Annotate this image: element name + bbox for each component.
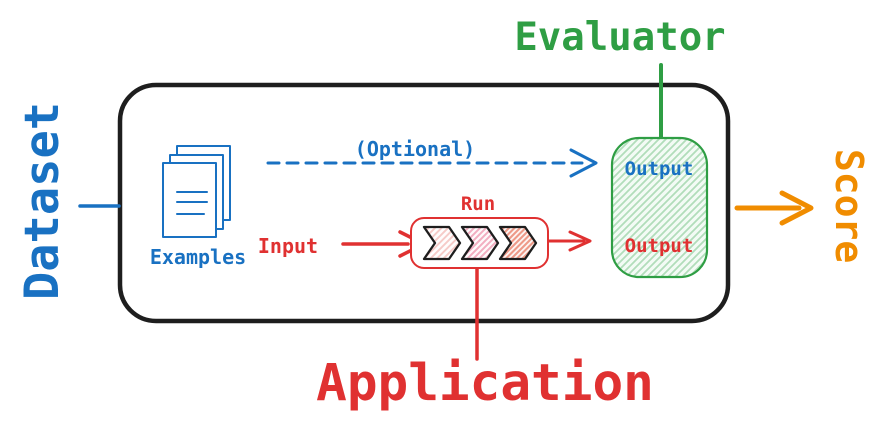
application-label: Application <box>316 354 654 413</box>
document-page-front <box>162 162 217 238</box>
run-output-arrow-head <box>568 230 592 252</box>
documents-icon <box>162 145 231 238</box>
input-label: Input <box>258 234 318 258</box>
chevron-sequence-icon <box>422 225 538 261</box>
output-run-label: Output <box>625 235 694 257</box>
score-arrow-head <box>779 190 814 226</box>
pipeline-chevron-2 <box>460 225 500 261</box>
pipeline-chevron-1 <box>422 225 462 261</box>
run-output-arrow <box>547 230 592 252</box>
run-label: Run <box>461 193 495 215</box>
optional-label: (Optional) <box>355 137 475 161</box>
system-boundary-box <box>117 82 731 324</box>
score-arrow <box>734 190 814 226</box>
evaluator-box <box>610 136 709 279</box>
dataset-label: Dataset <box>15 102 70 300</box>
examples-label: Examples <box>150 245 246 269</box>
dashed-arrow-head <box>569 148 598 178</box>
output-reference-label: Output <box>625 158 694 180</box>
score-label: Score <box>827 149 871 263</box>
evaluator-label: Evaluator <box>514 15 725 60</box>
dashed-optional-arrow <box>266 148 598 178</box>
pipeline-chevron-3 <box>498 225 538 261</box>
